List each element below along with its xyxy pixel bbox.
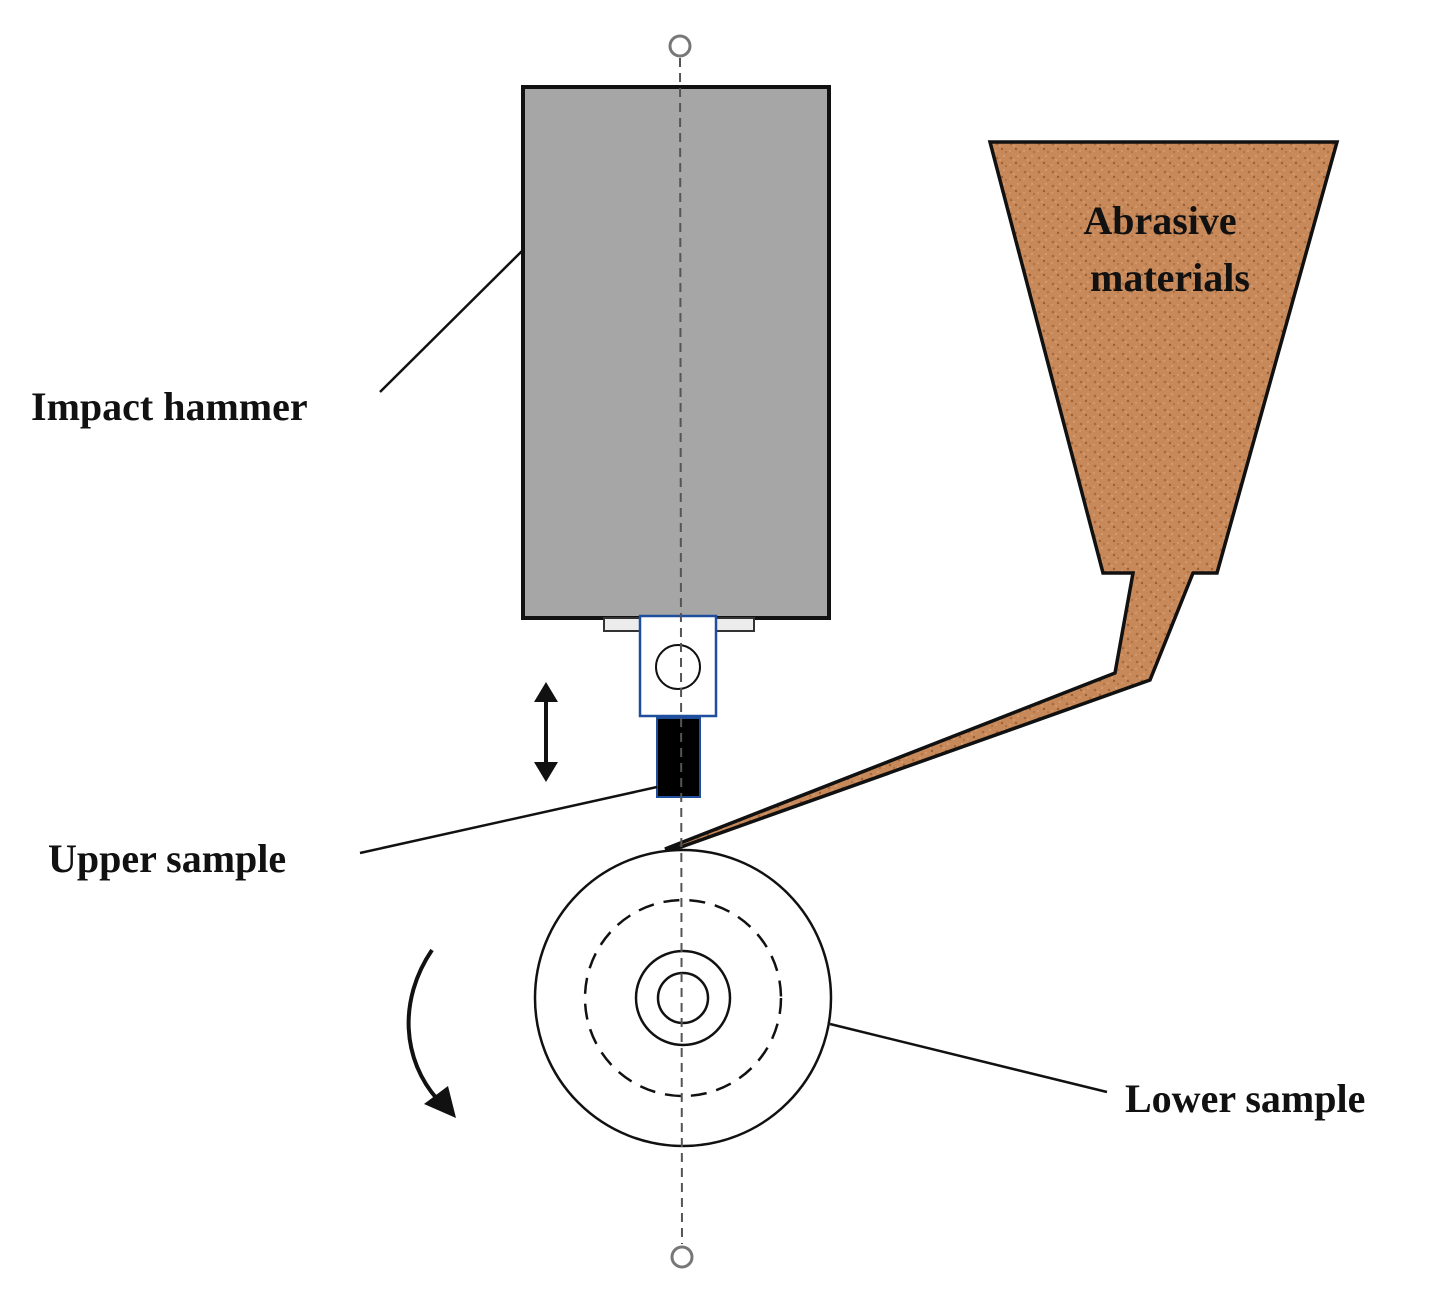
axis-top-endpoint xyxy=(668,34,692,58)
curved-arrow-clockwise-icon xyxy=(406,948,456,1118)
abrasive-materials-label-line1: Abrasive xyxy=(1083,198,1236,243)
axis-bottom-endpoint xyxy=(670,1245,694,1269)
impact-hammer-label: Impact hammer xyxy=(31,384,308,429)
leader-line-lower-sample xyxy=(829,1022,1108,1094)
sample-holder-pin xyxy=(655,644,701,690)
abrasive-materials-label-line2: materials xyxy=(1090,255,1250,300)
lower-sample-label: Lower sample xyxy=(1125,1076,1365,1121)
leader-line-impact-hammer xyxy=(379,249,524,393)
leader-line-upper-sample xyxy=(359,785,658,855)
double-arrow-vertical-icon xyxy=(534,682,558,782)
impact-hammer-body xyxy=(521,85,831,620)
upper-sample-label: Upper sample xyxy=(48,836,286,881)
center-axis xyxy=(668,34,694,1269)
upper-sample-block xyxy=(656,717,701,798)
abrasive-funnel xyxy=(664,140,1340,851)
sample-holder xyxy=(638,614,718,718)
lower-sample-wheel xyxy=(533,848,833,1148)
